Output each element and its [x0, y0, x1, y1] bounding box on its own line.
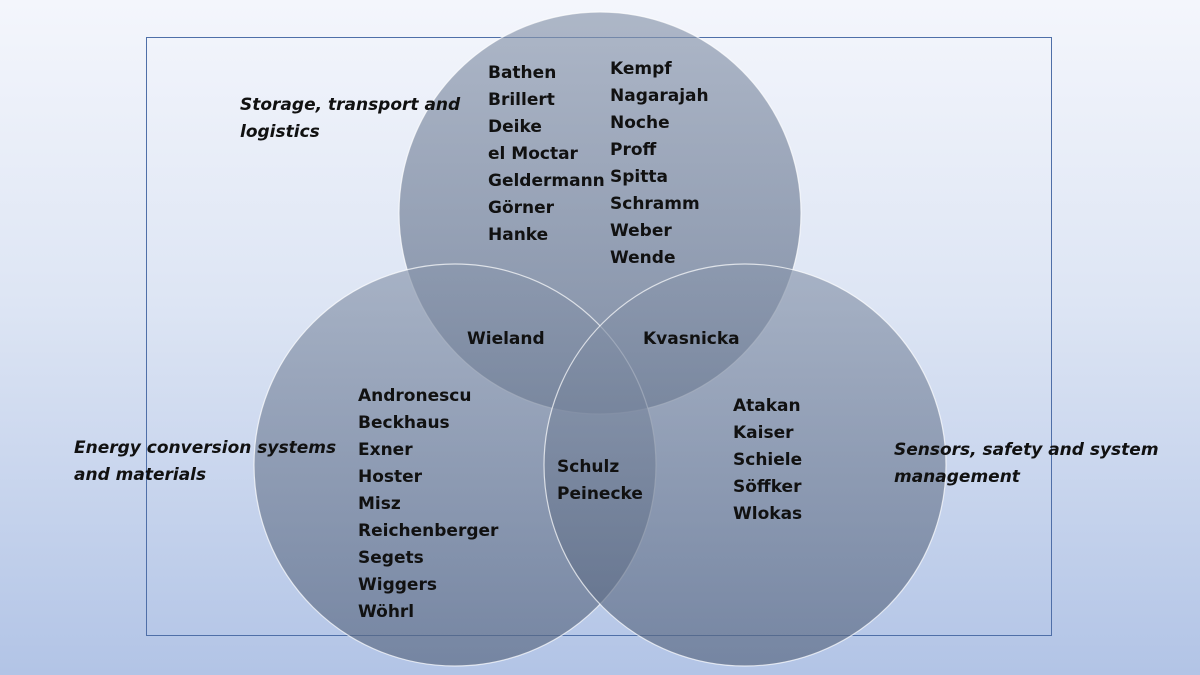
region-storage-sensors: Kvasnicka	[643, 326, 740, 353]
member-name: Wiggers	[358, 575, 437, 595]
member-name: Schiele	[733, 450, 803, 470]
circle-sensors	[543, 263, 947, 667]
member-name: Atakan	[733, 396, 801, 416]
member-name: Nagarajah	[610, 86, 709, 106]
member-name: Weber	[610, 221, 672, 241]
member-name: Bathen	[488, 63, 557, 83]
set-label-storage: Storage, transport and logistics	[240, 92, 460, 146]
member-name: Peinecke	[557, 484, 643, 504]
member-name: Reichenberger	[358, 521, 499, 541]
member-name: Segets	[358, 548, 424, 568]
member-name: Spitta	[610, 167, 668, 187]
member-name: Kempf	[610, 59, 672, 79]
member-name: Schulz	[557, 457, 620, 477]
set-label-line: Storage, transport and	[240, 95, 461, 115]
member-name: el Moctar	[488, 144, 578, 164]
set-label-energy: Energy conversion systems and materials	[74, 435, 336, 489]
member-name: Wlokas	[733, 504, 803, 524]
member-name: Wöhrl	[358, 602, 415, 622]
set-label-line: logistics	[240, 122, 320, 142]
set-label-sensors: Sensors, safety and system management	[894, 437, 1159, 491]
member-name: Geldermann	[488, 171, 605, 191]
member-name: Beckhaus	[358, 413, 450, 433]
member-name: Proff	[610, 140, 657, 160]
member-name: Hanke	[488, 225, 549, 245]
member-name: Exner	[358, 440, 413, 460]
member-name: Kaiser	[733, 423, 794, 443]
region-storage-energy: Wieland	[467, 326, 545, 353]
member-name: Deike	[488, 117, 542, 137]
member-name: Söffker	[733, 477, 802, 497]
member-name: Wieland	[467, 329, 545, 349]
member-name: Görner	[488, 198, 555, 218]
member-name: Brillert	[488, 90, 555, 110]
set-label-line: Sensors, safety and system	[894, 440, 1159, 460]
member-name: Kvasnicka	[643, 329, 740, 349]
set-label-line: management	[894, 467, 1020, 487]
member-name: Wende	[610, 248, 676, 268]
member-name: Noche	[610, 113, 670, 133]
set-label-line: and materials	[74, 465, 207, 485]
member-name: Andronescu	[358, 386, 472, 406]
member-name: Hoster	[358, 467, 423, 487]
member-name: Schramm	[610, 194, 700, 214]
member-name: Misz	[358, 494, 401, 514]
set-label-line: Energy conversion systems	[74, 438, 337, 458]
